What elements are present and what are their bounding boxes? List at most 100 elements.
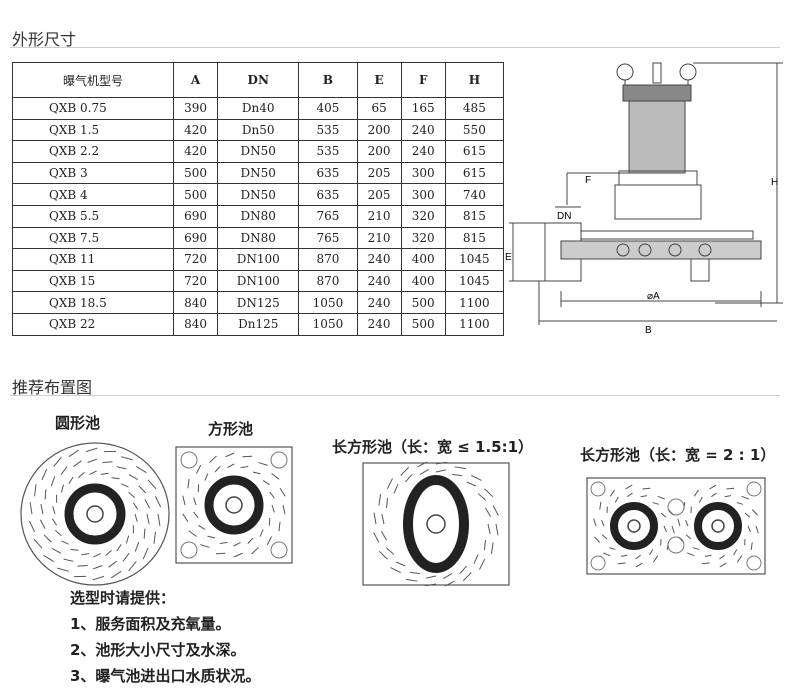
flow-arrow-mark — [381, 514, 385, 525]
table-cell: 815 — [444, 204, 505, 228]
flow-arrow-mark — [252, 471, 261, 475]
round-pool-diagram — [20, 442, 170, 586]
flow-arrow-mark — [406, 578, 418, 582]
table-cell: 500 — [400, 291, 446, 314]
table-cell: QXB 4 — [12, 183, 174, 206]
flow-arrow-mark — [660, 512, 667, 518]
flow-arrow-mark — [459, 565, 467, 574]
flow-arrow-mark — [132, 502, 139, 510]
flow-arrow-mark — [685, 534, 692, 540]
drawing-label-f: F — [585, 175, 591, 186]
flow-arrow-mark — [89, 470, 97, 475]
flow-arrow-mark — [609, 489, 616, 497]
table-cell: 420 — [172, 118, 219, 142]
flow-arrow-mark — [711, 492, 717, 498]
table-cell: DN100 — [217, 269, 300, 293]
table-cell: 210 — [356, 226, 402, 250]
flow-arrow-mark — [736, 555, 743, 563]
table-cell: 720 — [172, 248, 219, 271]
table-cell: 615 — [444, 140, 505, 163]
flow-arrow-mark — [686, 552, 695, 557]
table-cell: QXB 15 — [12, 269, 174, 293]
table-cell: 1100 — [444, 312, 505, 336]
flow-arrow-mark — [419, 469, 429, 475]
table-cell: 240 — [356, 269, 402, 293]
flow-arrow-mark — [40, 504, 44, 515]
table-cell: QXB 18.5 — [12, 291, 174, 314]
flow-arrow-mark — [134, 513, 138, 522]
flow-arrow-mark — [747, 525, 751, 533]
table-cell: 635 — [298, 183, 358, 206]
notes-item: 2、池形大小尺寸及水深。 — [70, 641, 246, 659]
table-cell: 240 — [400, 140, 446, 163]
table-cell: 765 — [298, 204, 358, 228]
table-cell: QXB 22 — [12, 312, 174, 336]
table-cell: 300 — [400, 183, 446, 206]
flow-arrow-mark — [709, 484, 717, 490]
table-cell: QXB 3 — [12, 161, 174, 185]
flow-arrow-mark — [193, 511, 199, 519]
table-cell: 420 — [172, 140, 219, 163]
table-header-row: 曝气机型号 A DN B E F H — [12, 62, 505, 98]
flow-arrow-mark — [52, 506, 56, 515]
flow-arrow-mark — [154, 496, 162, 508]
flow-arrow-mark — [70, 548, 79, 551]
table-cell: QXB 11 — [12, 248, 174, 271]
selection-notes: 选型时请提供： 1、服务面积及充氧量。 2、池形大小尺寸及水深。 3、曝气池进出… — [70, 585, 260, 689]
flow-arrow-mark — [266, 536, 272, 546]
table-cell: DN50 — [217, 140, 300, 163]
flow-arrow-mark — [193, 497, 197, 506]
flow-arrow-mark — [54, 530, 62, 537]
flow-arrow-mark — [60, 466, 68, 476]
flow-arrow-mark — [144, 499, 151, 509]
flow-arrow-mark — [490, 542, 494, 554]
flow-arrow-mark — [492, 505, 499, 516]
flow-arrow-mark — [405, 474, 413, 483]
flow-arrow-mark — [642, 487, 651, 490]
flow-arrow-mark — [704, 554, 712, 557]
flow-arrow-mark — [215, 552, 226, 555]
table-cell: QXB 2.2 — [12, 140, 174, 163]
flow-arrow-mark — [614, 496, 619, 503]
table-cell: 200 — [356, 118, 402, 142]
drawing-label-e: E — [505, 252, 512, 263]
flow-arrow-mark — [435, 462, 448, 465]
flow-arrow-mark — [227, 463, 235, 469]
flow-arrow-mark — [649, 549, 654, 556]
flow-arrow-mark — [599, 501, 602, 510]
flow-arrow-mark — [92, 565, 103, 570]
flow-arrow-mark — [390, 567, 401, 573]
flow-arrow-mark — [279, 487, 286, 497]
flow-arrow-mark — [43, 534, 52, 543]
table-cell: 65 — [356, 97, 402, 120]
flow-arrow-mark — [601, 519, 605, 527]
flow-arrow-mark — [122, 552, 130, 562]
flow-arrow-mark — [657, 495, 666, 500]
flow-arrow-mark — [741, 495, 750, 500]
flow-arrow-mark — [677, 518, 681, 527]
header-b: B — [298, 62, 358, 98]
flow-arrow-mark — [485, 507, 491, 517]
flow-arrow-mark — [196, 464, 202, 474]
table-cell: 720 — [172, 269, 219, 293]
flow-arrow-mark — [214, 466, 221, 473]
flow-arrow-mark — [92, 575, 105, 581]
flow-arrow-mark — [693, 489, 700, 497]
flow-arrow-mark — [68, 476, 74, 485]
table-cell: 550 — [444, 118, 505, 142]
section-title-dimensions: 外形尺寸 — [12, 30, 77, 49]
flow-arrow-mark — [240, 466, 249, 469]
flow-arrow-mark — [44, 489, 47, 500]
flow-arrow-mark — [751, 509, 758, 516]
flow-arrow-mark — [111, 477, 120, 480]
flow-arrow-mark — [724, 495, 732, 498]
flow-arrow-mark — [671, 525, 675, 534]
table-cell: 815 — [444, 226, 505, 250]
header-e: E — [356, 62, 402, 98]
flow-arrow-mark — [593, 518, 597, 527]
flow-arrow-mark — [378, 494, 382, 506]
